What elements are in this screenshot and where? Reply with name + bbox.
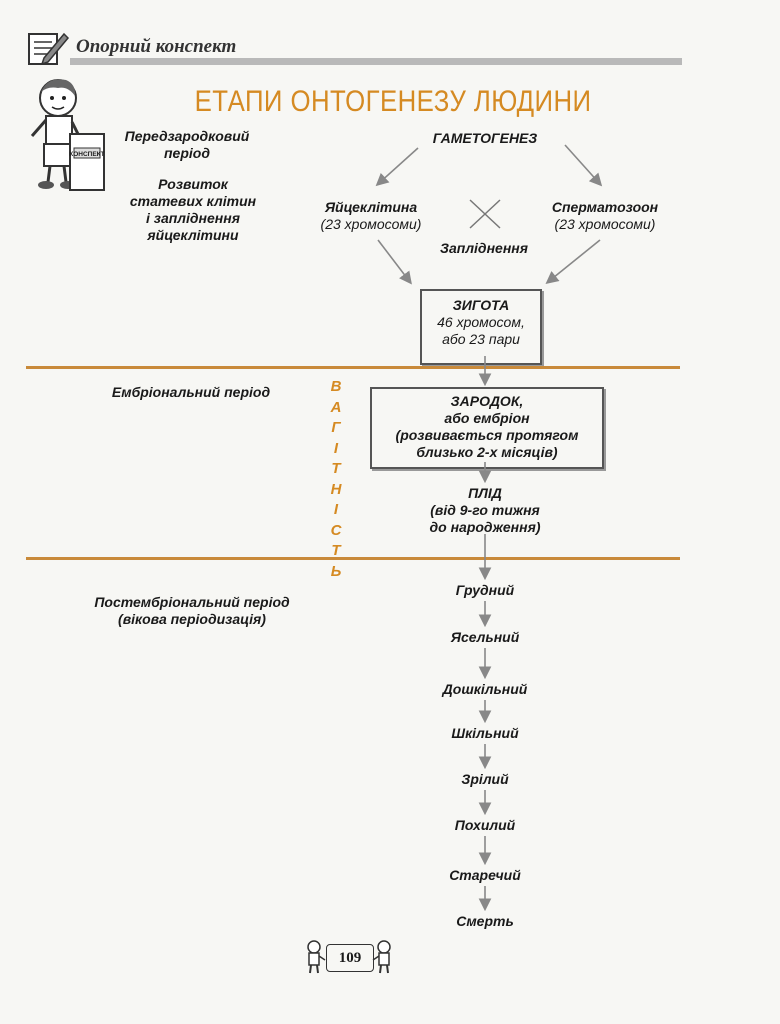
egg-cell-node: Яйцеклітина (23 хромосоми) (320, 199, 422, 232)
label-prenatal-period: Передзародковий період (124, 128, 250, 161)
stage-infancy: Грудний (455, 582, 515, 598)
divider-bottom (26, 557, 680, 560)
gametogenesis-label: ГАМЕТОГЕНЕЗ (432, 130, 538, 146)
arrow-to-sperm (564, 144, 603, 187)
arrow-egg-to-zygote (377, 239, 412, 285)
notebook-pen-icon (26, 28, 70, 68)
fertilization-cross (469, 199, 501, 229)
left-figure-icon (302, 940, 326, 976)
label-postembryonic-period: Постембріональний період (вікова періоди… (94, 594, 290, 627)
label-embryonic-period: Ембріональний період (111, 384, 271, 400)
divider-top (26, 366, 680, 369)
arrow-to-egg (375, 147, 419, 187)
stage-senile: Старечий (449, 867, 521, 883)
fertilization-label: Запліднення (440, 240, 528, 256)
right-figure-icon (372, 940, 396, 976)
header-bar (70, 58, 682, 65)
page-number: 109 (326, 944, 374, 972)
stage-mature: Зрілий (461, 771, 509, 787)
boy-with-book-illustration: КОНСПЕКТ (18, 72, 114, 194)
stage-elderly: Похилий (454, 817, 516, 833)
book-label: КОНСПЕКТ (69, 151, 105, 158)
sperm-cell-node: Сперматозоон (23 хромосоми) (551, 199, 659, 232)
stage-death: Смерть (456, 913, 514, 929)
pregnancy-vertical-label: В А Г І Т Н І С Т Ь (330, 378, 342, 580)
stage-preschool: Дошкільний (442, 681, 528, 697)
zygote-box: ЗИГОТА 46 хромосом, або 23 пари (420, 289, 542, 365)
embryo-box: ЗАРОДОК, або ембріон (розвивається протя… (370, 387, 604, 469)
arrow-sperm-to-zygote (545, 239, 601, 285)
stage-toddler: Ясельний (450, 629, 520, 645)
fetus-node: ПЛІД (від 9-го тижня до народження) (429, 485, 541, 535)
header-title: Опорний конспект (76, 36, 237, 57)
page-title: ЕТАПИ ОНТОГЕНЕЗУ ЛЮДИНИ (194, 85, 592, 118)
label-development: Розвиток статевих клітин і запліднення я… (129, 176, 257, 243)
stage-school: Шкільний (451, 725, 519, 741)
